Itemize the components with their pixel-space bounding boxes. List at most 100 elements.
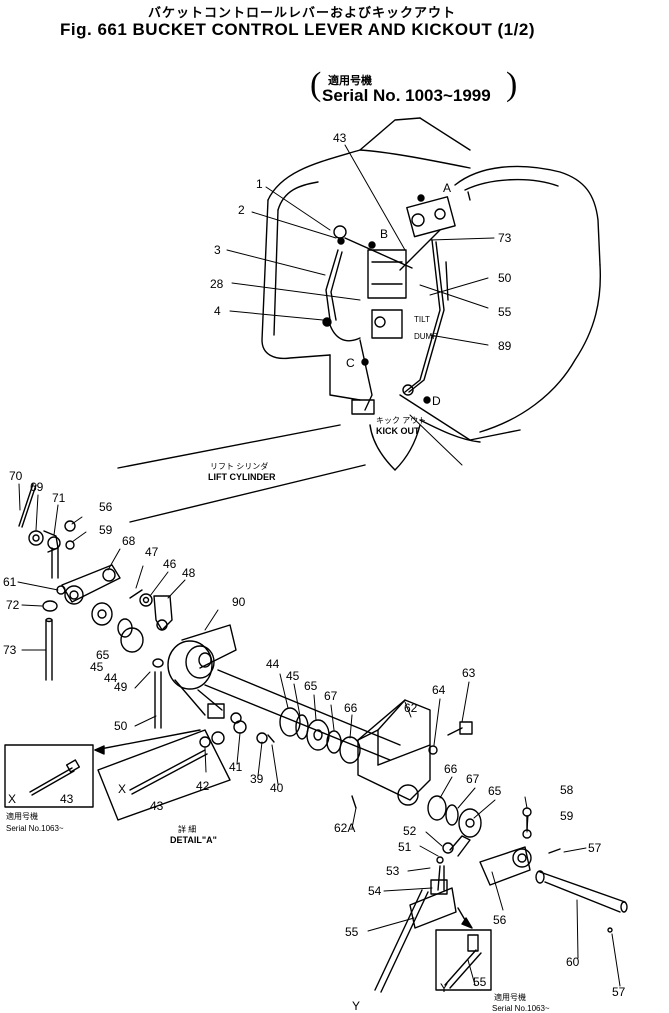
kickout-jp-label: キック アウト [376, 416, 426, 425]
main-lever-90 [167, 624, 242, 724]
callout-68: 68 [122, 534, 136, 548]
callout-59: 59 [99, 523, 113, 537]
callout-58: 58 [560, 783, 574, 797]
callout-45: 45 [286, 669, 300, 683]
callout-63: 63 [462, 666, 476, 680]
detail-x-box [4, 729, 201, 808]
bracket-62 [351, 699, 473, 809]
top-dowels [322, 194, 431, 404]
callout-66: 66 [444, 762, 458, 776]
callout-D: D [432, 394, 441, 408]
kickout-label: KICK OUT [376, 426, 420, 436]
callout-55: 55 [473, 975, 487, 989]
callout-1: 1 [256, 177, 263, 191]
callout-70: 70 [9, 469, 23, 483]
callout-64: 64 [432, 683, 446, 697]
callout-44: 44 [266, 657, 280, 671]
callout-69: 69 [30, 480, 44, 494]
callout-C: C [346, 356, 355, 370]
callout-50: 50 [114, 719, 128, 733]
detail-jp-label: 詳 細 [178, 824, 196, 834]
callout-51: 51 [398, 840, 412, 854]
callout-X: X [118, 782, 126, 796]
japanese-title: バケットコントロールレバーおよびキックアウト [148, 6, 457, 21]
shaft-stack-center [204, 669, 401, 764]
callout-71: 71 [52, 491, 66, 505]
control-valve-assembly [367, 196, 456, 339]
callout-28: 28 [210, 277, 224, 291]
callout-67: 67 [324, 689, 338, 703]
callout-66: 66 [344, 701, 358, 715]
figure-title: Fig. 661 BUCKET CONTROL LEVER AND KICKOU… [60, 20, 535, 39]
tilt-label: TILT [414, 315, 430, 324]
callout-4: 4 [214, 304, 221, 318]
callout-Y: Y [352, 999, 360, 1013]
callout-3: 3 [214, 243, 221, 257]
callout-73: 73 [3, 643, 17, 657]
caption-labels: TILT DUMP キック アウト KICK OUT リフト シリンダ LIFT… [6, 315, 550, 1013]
detail-a-label: DETAIL"A" [170, 835, 217, 845]
callout-A: A [443, 181, 451, 195]
callout-72: 72 [6, 598, 20, 612]
serial-range: Serial No. 1003~1999 [322, 86, 491, 105]
callout-41: 41 [229, 760, 243, 774]
callout-39: 39 [250, 772, 264, 786]
callout-48: 48 [182, 566, 196, 580]
top-leader-lines [226, 144, 495, 466]
callout-Y: Y [440, 981, 448, 995]
callout-54: 54 [368, 884, 382, 898]
applicable-jp-label-2: 適用号機 [494, 992, 526, 1002]
callout-52: 52 [403, 824, 417, 838]
japanese-applicable-label: 適用号機 [328, 74, 372, 87]
callout-89: 89 [498, 339, 512, 353]
right-lever-linkage [374, 807, 628, 993]
callout-55: 55 [345, 925, 359, 939]
lower-leader-lines [17, 483, 621, 987]
serial-note-2: Serial No.1063~ [492, 1004, 550, 1013]
lever-rods-top [325, 229, 449, 415]
applicable-jp-label-1: 適用号機 [6, 811, 38, 821]
serial-paren-close: ) [506, 66, 518, 103]
left-lever-linkage [18, 483, 173, 729]
callout-67: 67 [466, 772, 480, 786]
callout-65: 65 [96, 648, 110, 662]
lift-cylinder-guides [117, 424, 421, 523]
detail-y-box [435, 907, 492, 991]
callout-57: 57 [588, 841, 602, 855]
cab-frame-outline [261, 117, 602, 443]
callout-49: 49 [114, 680, 128, 694]
callout-B: B [380, 227, 388, 241]
callout-labels: 43 1 2 3 28 4 A B 73 50 55 89 C D 70 69 … [3, 131, 626, 1013]
serial-note-1: Serial No.1063~ [6, 824, 64, 833]
serial-paren-open: ( [310, 66, 322, 103]
callout-43: 43 [150, 799, 164, 813]
callout-62A: 62A [334, 821, 355, 835]
callout-45: 45 [90, 660, 104, 674]
lift-cylinder-label: LIFT CYLINDER [208, 472, 276, 482]
shaft-stack-right [427, 795, 482, 838]
callout-62: 62 [404, 701, 418, 715]
callout-59: 59 [560, 809, 574, 823]
callout-65: 65 [304, 679, 318, 693]
callout-50: 50 [498, 271, 512, 285]
callout-44: 44 [104, 671, 118, 685]
callout-42: 42 [196, 779, 210, 793]
callout-90: 90 [232, 595, 246, 609]
callout-57: 57 [612, 985, 626, 999]
detail-a-box [97, 720, 247, 821]
callout-56: 56 [493, 913, 507, 927]
callout-65: 65 [488, 784, 502, 798]
dump-label: DUMP [414, 332, 438, 341]
callout-43: 43 [333, 131, 347, 145]
callout-56: 56 [99, 500, 113, 514]
callout-43: 43 [60, 792, 74, 806]
callout-47: 47 [145, 545, 159, 559]
callout-2: 2 [238, 203, 245, 217]
callout-40: 40 [270, 781, 284, 795]
callout-53: 53 [386, 864, 400, 878]
callout-55: 55 [498, 305, 512, 319]
callout-60: 60 [566, 955, 580, 969]
callout-73: 73 [498, 231, 512, 245]
